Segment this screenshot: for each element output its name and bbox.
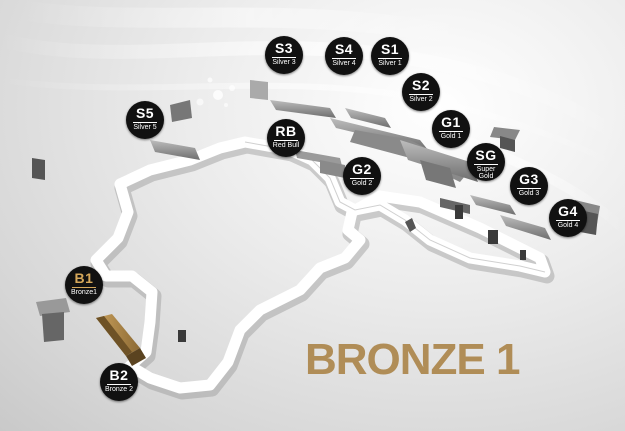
marker-code: G3 bbox=[519, 171, 539, 187]
marker-label: Super Gold bbox=[476, 166, 496, 180]
marker-label: Silver 5 bbox=[133, 124, 157, 131]
marker-g4[interactable]: G4 Gold 4 bbox=[549, 199, 587, 237]
marker-divider bbox=[517, 188, 541, 189]
marker-label: Silver 2 bbox=[409, 96, 433, 103]
marker-label: Gold 3 bbox=[518, 190, 540, 197]
marker-s4[interactable]: S4 Silver 4 bbox=[325, 37, 363, 75]
marker-s3[interactable]: S3 Silver 3 bbox=[265, 36, 303, 74]
bronze1-grandstand[interactable] bbox=[96, 314, 146, 366]
marker-code: B2 bbox=[109, 367, 129, 383]
marker-g3[interactable]: G3 Gold 3 bbox=[510, 167, 548, 205]
marker-label: Red Bull bbox=[272, 142, 300, 149]
main-grandstands bbox=[150, 100, 551, 240]
marker-g2[interactable]: G2 Gold 2 bbox=[343, 157, 381, 195]
marker-code: RB bbox=[275, 123, 297, 139]
bokeh-dots bbox=[196, 77, 235, 107]
marker-divider bbox=[332, 58, 356, 59]
marker-label: Bronze1 bbox=[70, 289, 98, 296]
marker-code: G1 bbox=[441, 114, 461, 130]
marker-label: Gold 1 bbox=[440, 133, 462, 140]
marker-label: Gold 2 bbox=[351, 180, 373, 187]
marker-divider bbox=[439, 131, 463, 132]
marker-divider bbox=[556, 220, 580, 221]
marker-code: S4 bbox=[334, 41, 354, 57]
marker-g1[interactable]: G1 Gold 1 bbox=[432, 110, 470, 148]
marker-label: Gold 4 bbox=[557, 222, 579, 229]
marker-b2[interactable]: B2 Bronze 2 bbox=[100, 363, 138, 401]
marker-divider bbox=[378, 58, 402, 59]
marker-divider bbox=[274, 140, 298, 141]
marker-code: S3 bbox=[274, 40, 294, 56]
marker-divider bbox=[350, 178, 374, 179]
marker-label: Silver 1 bbox=[378, 60, 402, 67]
marker-rb[interactable]: RB Red Bull bbox=[267, 119, 305, 157]
marker-s2[interactable]: S2 Silver 2 bbox=[402, 73, 440, 111]
marker-label: Silver 3 bbox=[272, 59, 296, 66]
marker-label: Silver 4 bbox=[332, 60, 356, 67]
marker-code: S2 bbox=[411, 77, 431, 93]
marker-code: SG bbox=[475, 147, 497, 163]
marker-code: S1 bbox=[380, 41, 400, 57]
marker-s5[interactable]: S5 Silver 5 bbox=[126, 101, 164, 139]
zone-title: BRONZE 1 bbox=[305, 335, 520, 384]
marker-b1[interactable]: B1 Bronze1 bbox=[65, 266, 103, 304]
marker-s1[interactable]: S1 Silver 1 bbox=[371, 37, 409, 75]
marker-code: B1 bbox=[74, 270, 94, 286]
marker-code: G4 bbox=[558, 203, 578, 219]
marker-code: S5 bbox=[135, 105, 155, 121]
marker-divider bbox=[72, 287, 96, 288]
marker-divider bbox=[133, 122, 157, 123]
marker-divider bbox=[474, 164, 498, 165]
marker-divider bbox=[409, 94, 433, 95]
marker-code: G2 bbox=[352, 161, 372, 177]
marker-divider bbox=[272, 57, 296, 58]
marker-label: Bronze 2 bbox=[104, 386, 134, 393]
pit-buildings bbox=[178, 205, 526, 342]
marker-sg[interactable]: SG Super Gold bbox=[467, 143, 505, 181]
marker-divider bbox=[107, 384, 131, 385]
pavilions bbox=[32, 80, 600, 342]
